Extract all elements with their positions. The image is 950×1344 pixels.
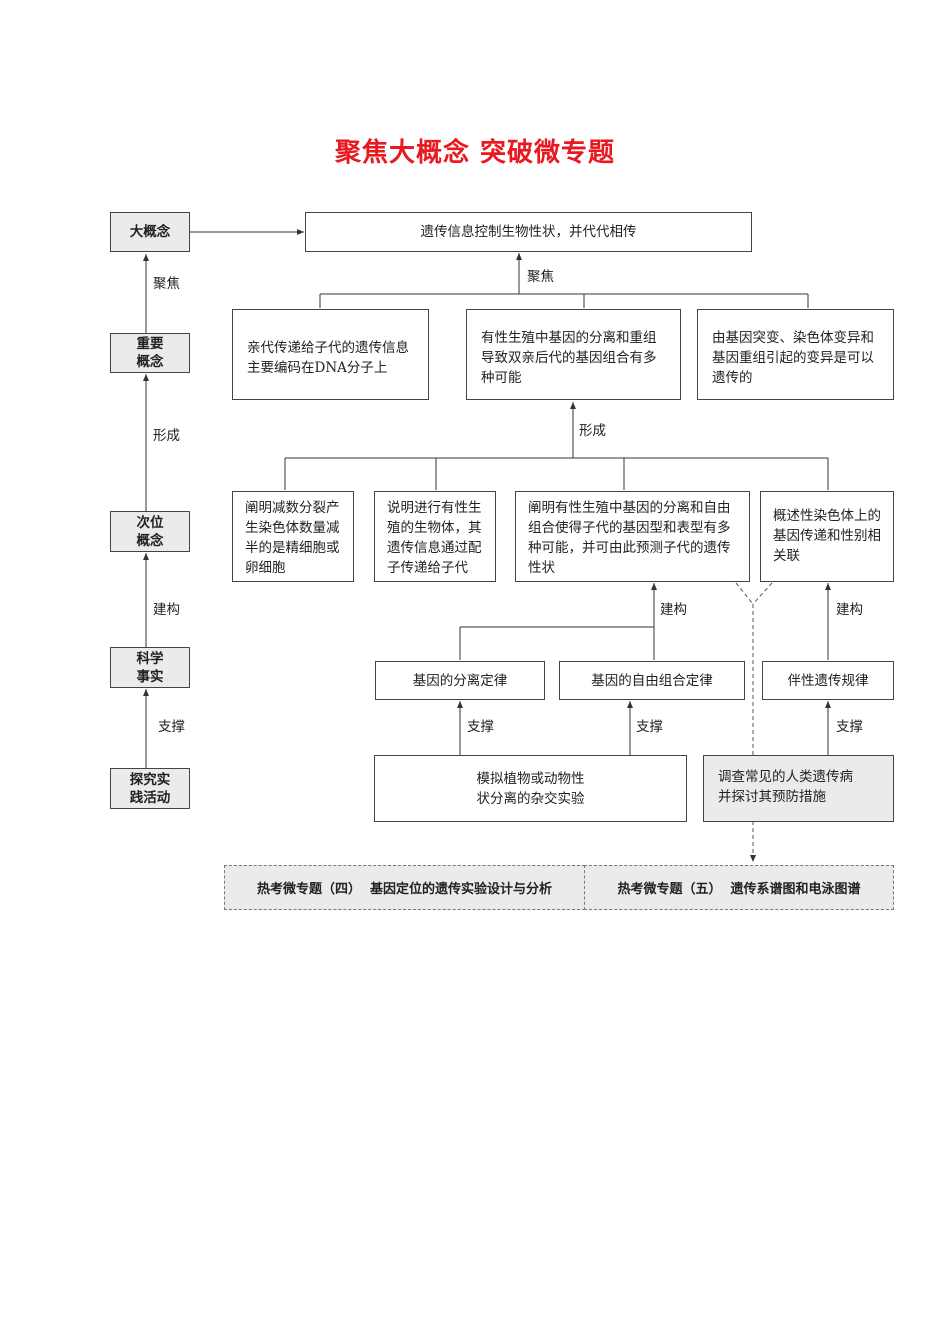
level-important-concept-label: 重要 概念 bbox=[136, 336, 164, 370]
fact-independent-assortment-law: 基因的自由组合定律 bbox=[559, 661, 745, 700]
connector-focus: 聚焦 bbox=[525, 268, 556, 286]
activity-disease-survey: 调查常见的人类遗传病 并探讨其预防措施 bbox=[703, 755, 894, 822]
secondary-concept-3: 阐明有性生殖中基因的分离和自由组合使得子代的基因型和表型有多种可能，并可由此预测… bbox=[515, 491, 750, 582]
connector-build-left: 建构 bbox=[658, 601, 689, 619]
connector-support-left: 支撑 bbox=[465, 718, 496, 736]
activity-hybrid-experiment-text: 模拟植物或动物性 状分离的杂交实验 bbox=[476, 770, 585, 807]
important-concept-1: 亲代传递给子代的遗传信息主要编码在DNA分子上 bbox=[232, 309, 429, 400]
important-concept-3-text: 由基因突变、染色体变异和基因重组引起的变异是可以遗传的 bbox=[712, 330, 874, 386]
secondary-concept-3-text: 阐明有性生殖中基因的分离和自由组合使得子代的基因型和表型有多种可能，并可由此预测… bbox=[528, 500, 731, 576]
hot-topic-4-text: 热考微专题（四） 基因定位的遗传实验设计与分析 bbox=[256, 882, 553, 897]
left-connector-focus: 聚焦 bbox=[151, 275, 182, 293]
hot-topic-4: 热考微专题（四） 基因定位的遗传实验设计与分析 bbox=[224, 865, 585, 910]
level-activity-label: 探究实 践活动 bbox=[129, 771, 171, 806]
level-big-concept: 大概念 bbox=[110, 212, 190, 252]
level-activity: 探究实 践活动 bbox=[110, 768, 190, 809]
connector-build-right: 建构 bbox=[834, 601, 865, 619]
important-concept-1-text: 亲代传递给子代的遗传信息主要编码在DNA分子上 bbox=[247, 340, 409, 376]
big-concept-box: 遗传信息控制生物性状，并代代相传 bbox=[305, 212, 752, 252]
hot-topic-5-text: 热考微专题（五） 遗传系谱图和电泳图谱 bbox=[617, 882, 861, 897]
important-concept-3: 由基因突变、染色体变异和基因重组引起的变异是可以遗传的 bbox=[697, 309, 894, 400]
level-secondary-concept: 次位 概念 bbox=[110, 511, 190, 552]
level-important-concept: 重要 概念 bbox=[110, 333, 190, 373]
secondary-concept-2: 说明进行有性生殖的生物体，其遗传信息通过配子传递给子代 bbox=[374, 491, 496, 582]
fact-segregation-law: 基因的分离定律 bbox=[375, 661, 545, 700]
secondary-concept-4: 概述性染色体上的基因传递和性别相关联 bbox=[760, 491, 894, 582]
level-secondary-concept-label: 次位 概念 bbox=[136, 514, 164, 549]
level-scientific-fact: 科学 事实 bbox=[110, 647, 190, 688]
fact-segregation-law-text: 基因的分离定律 bbox=[412, 672, 508, 689]
important-concept-2-text: 有性生殖中基因的分离和重组导致双亲后代的基因组合有多种可能 bbox=[481, 330, 657, 386]
page-title: 聚焦大概念 突破微专题 bbox=[334, 138, 616, 168]
connector-form: 形成 bbox=[577, 422, 608, 440]
fact-independent-assortment-law-text: 基因的自由组合定律 bbox=[591, 672, 713, 689]
left-connector-support: 支撑 bbox=[156, 718, 187, 736]
big-concept-text: 遗传信息控制生物性状，并代代相传 bbox=[420, 224, 637, 240]
fact-sex-linked-law-text: 伴性遗传规律 bbox=[787, 672, 869, 689]
left-connector-form: 形成 bbox=[151, 427, 182, 445]
secondary-concept-1: 阐明减数分裂产生染色体数量减半的是精细胞或卵细胞 bbox=[232, 491, 354, 582]
secondary-concept-2-text: 说明进行有性生殖的生物体，其遗传信息通过配子传递给子代 bbox=[387, 500, 482, 576]
connector-support-right: 支撑 bbox=[834, 718, 865, 736]
level-big-concept-label: 大概念 bbox=[129, 224, 171, 240]
left-connector-build: 建构 bbox=[151, 601, 182, 619]
activity-hybrid-experiment: 模拟植物或动物性 状分离的杂交实验 bbox=[374, 755, 687, 822]
important-concept-2: 有性生殖中基因的分离和重组导致双亲后代的基因组合有多种可能 bbox=[466, 309, 681, 400]
activity-disease-survey-text: 调查常见的人类遗传病 并探讨其预防措施 bbox=[718, 769, 853, 805]
level-scientific-fact-label: 科学 事实 bbox=[136, 650, 164, 685]
connector-support-mid: 支撑 bbox=[634, 718, 665, 736]
secondary-concept-4-text: 概述性染色体上的基因传递和性别相关联 bbox=[773, 508, 881, 564]
hot-topic-5: 热考微专题（五） 遗传系谱图和电泳图谱 bbox=[584, 865, 894, 910]
secondary-concept-1-text: 阐明减数分裂产生染色体数量减半的是精细胞或卵细胞 bbox=[245, 500, 340, 576]
fact-sex-linked-law: 伴性遗传规律 bbox=[762, 661, 894, 700]
